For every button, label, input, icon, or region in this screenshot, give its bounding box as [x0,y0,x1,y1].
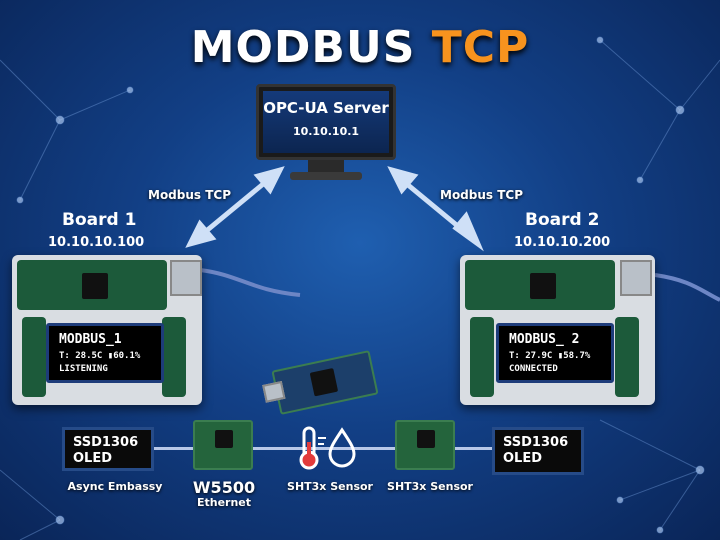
link-label-right: Modbus TCP [440,188,524,202]
board2-name: Board 2 [525,210,600,230]
caption-sht3x-1: SHT3x Sensor [287,480,373,493]
server-name: OPC-UA Server [263,99,389,117]
caption-w5500: W5500 [192,478,256,497]
link-label-left: Modbus TCP [148,188,232,202]
server-ip: 10.10.10.1 [292,125,360,138]
opc-ua-server-monitor: OPC-UA Server 10.10.10.1 [256,84,396,160]
bus-line [150,447,500,450]
page-title: MODBUS TCP [190,22,530,73]
ethernet-cable-left [199,268,301,297]
board1-name: Board 1 [62,210,137,230]
caption-async-embassy: Async Embassy [67,480,163,493]
ethernet-port-icon [620,260,652,296]
thermometer-humidity-icon [299,426,356,470]
monitor-base [290,172,362,180]
board2-ip: 10.10.10.200 [514,235,611,250]
ethernet-cable-right [654,273,720,302]
board1: MODBUS_1 T: 28.5C ▮60.1% LISTENING [12,255,202,405]
caption-ethernet: Ethernet [196,496,252,509]
board2-oled: MODBUS_ 2 T: 27.9C ▮58.7% CONNECTED [496,323,614,383]
board2: MODBUS_ 2 T: 27.9C ▮58.7% CONNECTED [460,255,655,405]
modbus-arrows [185,166,484,252]
board1-oled: MODBUS_1 T: 28.5C ▮60.1% LISTENING [46,323,164,383]
monitor-stand [308,160,344,174]
sht3x-module [395,420,455,470]
board1-ip: 10.10.10.100 [48,235,145,250]
w5500-module [193,420,253,470]
ethernet-port-icon [170,260,202,296]
caption-sht3x-2: SHT3x Sensor [387,480,473,493]
